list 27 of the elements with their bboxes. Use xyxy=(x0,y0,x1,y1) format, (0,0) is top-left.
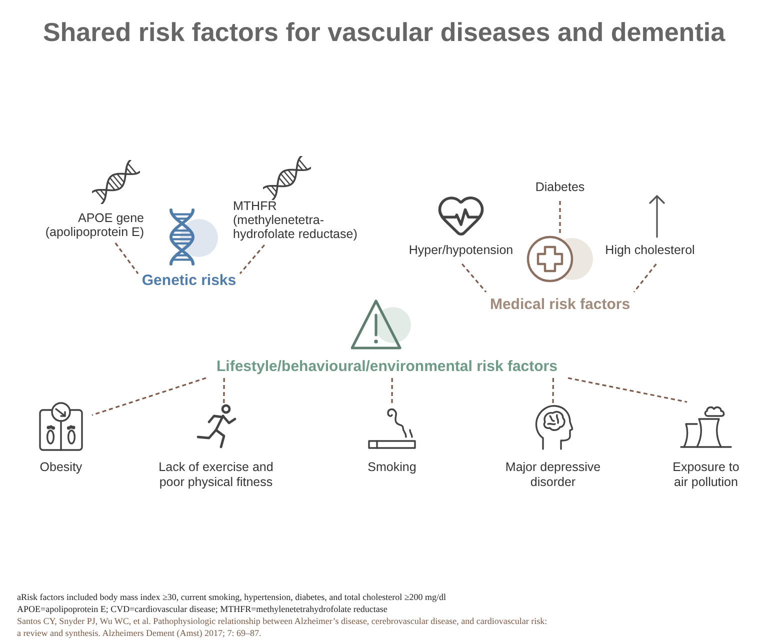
footnote: aRisk factors included body mass index ≥30, current smoking, hypertension, diabetes, and total cholesterol ≥200 mg/dl xyxy=(17,591,446,603)
dashed-connector xyxy=(391,378,393,404)
dashed-connector xyxy=(223,378,225,404)
footnote: APOE=apolipoprotein E; CVD=cardiovascular disease; MTHFR=methylenetetrahydrofolate reductase xyxy=(17,603,388,615)
dashed-connector xyxy=(114,242,139,274)
risk-factor-label: Obesity xyxy=(40,460,82,475)
dashed-connector xyxy=(559,201,561,234)
dashed-connector xyxy=(92,377,206,416)
dashed-connector xyxy=(239,244,265,274)
category-heading: Lifestyle/behavioural/environmental risk factors xyxy=(216,358,558,376)
category-heading: Medical risk factors xyxy=(490,296,630,314)
dashed-connector xyxy=(633,264,657,292)
category-heading: Genetic risks xyxy=(142,272,236,290)
title: Shared risk factors for vascular diseases and dementia xyxy=(42,16,726,48)
risk-factor-label: Lack of exercise and poor physical fitness xyxy=(158,460,274,490)
dashed-connector xyxy=(568,377,688,403)
risk-factor-label: Smoking xyxy=(368,460,416,475)
risk-factor-label: Diabetes xyxy=(535,180,585,195)
risk-factor-label: Exposure to air pollution xyxy=(672,460,740,490)
dashed-connector xyxy=(552,378,554,404)
risk-factor-label: High cholesterol xyxy=(605,243,695,258)
risk-factor-label: Hyper/hypotension xyxy=(408,243,514,258)
gene-label: MTHFR (methylenetetra-hydrofolate reductase) xyxy=(233,199,358,241)
citation: Santos CY, Snyder PJ, Wu WC, et al. Pathophysiologic relationship between Alzheimer’s disease, cerebrovascular disease, and cardiovascular risk: a review and synthesis. Alzheimers Dement (Amst) 2017; 7: 69–87. xyxy=(17,615,548,639)
dashed-connector xyxy=(462,263,487,293)
risk-factor-label: Major depressive disorder xyxy=(504,460,602,490)
gene-label: APOE gene (apolipoprotein E) xyxy=(44,211,144,239)
